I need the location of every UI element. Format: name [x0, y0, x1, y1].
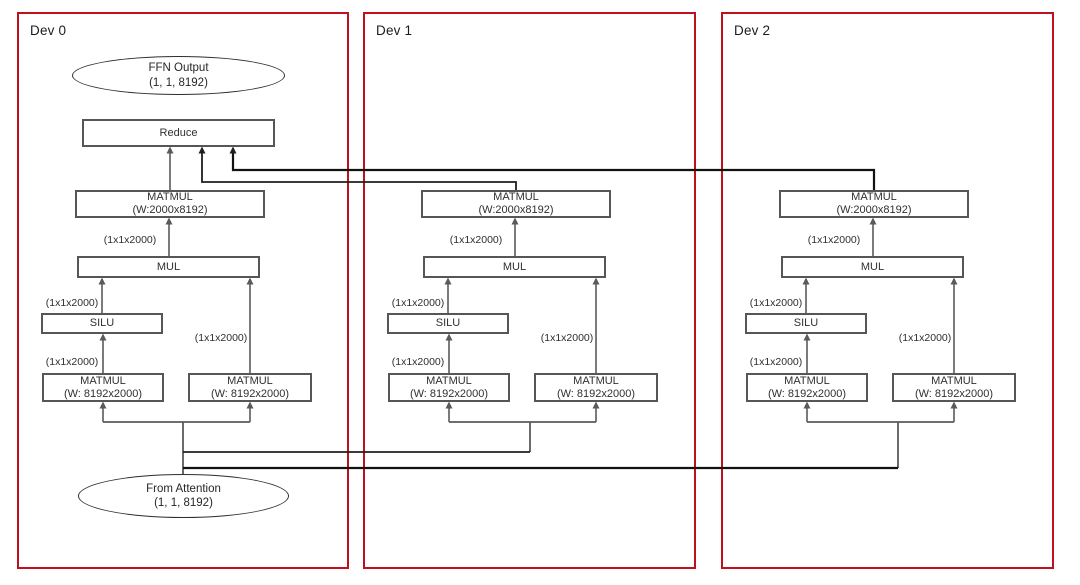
- ffn-output-ellipse: FFN Output (1, 1, 8192): [72, 56, 285, 95]
- matmul-title: MATMUL: [80, 374, 126, 387]
- tensor-shape-label: (1x1x2000): [45, 356, 99, 368]
- matmul-weight: (W: 8192x2000): [556, 387, 636, 400]
- matmul-title: MATMUL: [931, 374, 977, 387]
- mul-label: MUL: [156, 260, 181, 273]
- silu-label: SILU: [793, 317, 819, 330]
- tensor-shape-label: (1x1x2000): [898, 332, 952, 344]
- matmul-gate-node: MATMUL (W: 8192x2000): [746, 373, 868, 402]
- matmul-out-node: MATMUL (W:2000x8192): [779, 190, 969, 218]
- ffn-output-title: FFN Output: [148, 62, 209, 75]
- matmul-gate-node: MATMUL (W: 8192x2000): [388, 373, 510, 402]
- mul-node: MUL: [781, 256, 964, 278]
- matmul-title: MATMUL: [573, 374, 619, 387]
- silu-label: SILU: [89, 317, 115, 330]
- tensor-shape-label: (1x1x2000): [749, 356, 803, 368]
- device-label: Dev 2: [734, 23, 771, 38]
- reduce-node: Reduce: [82, 119, 275, 147]
- device-panel-dev2: Dev 2: [721, 12, 1054, 569]
- matmul-weight: (W: 8192x2000): [914, 387, 994, 400]
- from-attention-ellipse: From Attention (1, 1, 8192): [78, 474, 289, 518]
- matmul-title: MATMUL: [227, 374, 273, 387]
- matmul-up-node: MATMUL (W: 8192x2000): [534, 373, 658, 402]
- matmul-out-node: MATMUL (W:2000x8192): [421, 190, 611, 218]
- tensor-shape-label: (1x1x2000): [749, 297, 803, 309]
- reduce-label: Reduce: [159, 126, 198, 139]
- silu-node: SILU: [745, 313, 867, 334]
- tensor-shape-label: (1x1x2000): [391, 356, 445, 368]
- tensor-shape-label: (1x1x2000): [103, 234, 157, 246]
- matmul-out-node: MATMUL (W:2000x8192): [75, 190, 265, 218]
- matmul-weight: (W:2000x8192): [478, 204, 554, 216]
- from-attention-shape: (1, 1, 8192): [154, 497, 213, 509]
- silu-node: SILU: [387, 313, 509, 334]
- matmul-weight: (W: 8192x2000): [210, 387, 290, 400]
- matmul-title: MATMUL: [426, 374, 472, 387]
- matmul-title: MATMUL: [851, 191, 897, 204]
- matmul-title: MATMUL: [493, 191, 539, 204]
- matmul-title: MATMUL: [784, 374, 830, 387]
- matmul-weight: (W: 8192x2000): [767, 387, 847, 400]
- tensor-shape-label: (1x1x2000): [807, 234, 861, 246]
- mul-node: MUL: [423, 256, 606, 278]
- tensor-shape-label: (1x1x2000): [391, 297, 445, 309]
- ffn-output-shape: (1, 1, 8192): [149, 76, 208, 89]
- device-panel-dev0: Dev 0: [17, 12, 349, 569]
- mul-label: MUL: [860, 260, 885, 273]
- from-attention-title: From Attention: [146, 482, 221, 495]
- matmul-weight: (W:2000x8192): [132, 204, 208, 216]
- mul-node: MUL: [77, 256, 260, 278]
- matmul-weight: (W: 8192x2000): [409, 387, 489, 400]
- silu-node: SILU: [41, 313, 163, 334]
- matmul-gate-node: MATMUL (W: 8192x2000): [42, 373, 164, 402]
- tensor-shape-label: (1x1x2000): [45, 297, 99, 309]
- matmul-weight: (W: 8192x2000): [63, 387, 143, 400]
- tensor-shape-label: (1x1x2000): [194, 332, 248, 344]
- tensor-shape-label: (1x1x2000): [540, 332, 594, 344]
- device-label: Dev 0: [30, 23, 67, 38]
- matmul-title: MATMUL: [147, 191, 193, 204]
- matmul-up-node: MATMUL (W: 8192x2000): [892, 373, 1016, 402]
- device-label: Dev 1: [376, 23, 413, 38]
- matmul-weight: (W:2000x8192): [836, 204, 912, 216]
- matmul-up-node: MATMUL (W: 8192x2000): [188, 373, 312, 402]
- silu-label: SILU: [435, 317, 461, 330]
- tensor-shape-label: (1x1x2000): [449, 234, 503, 246]
- device-panel-dev1: Dev 1: [363, 12, 696, 569]
- mul-label: MUL: [502, 260, 527, 273]
